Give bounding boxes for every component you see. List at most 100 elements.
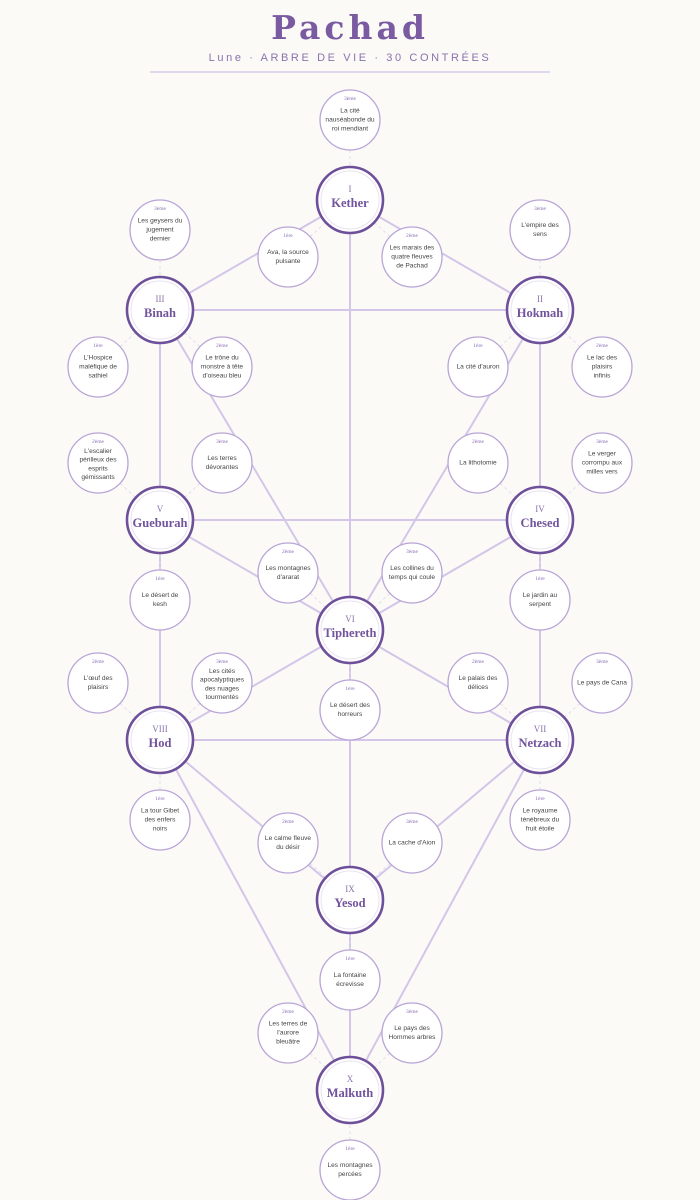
land-name: La cache d'Aion (389, 840, 436, 847)
sephirah-circle (315, 165, 385, 235)
title-divider (150, 71, 550, 73)
sephirah-numeral: V (157, 504, 164, 514)
land-rank: 3ème (406, 549, 418, 555)
land-circle (381, 542, 443, 604)
path-line (159, 199, 351, 311)
land-circle (191, 336, 253, 398)
land-rank: 1ère (535, 796, 545, 802)
sephirah-inner-ring (510, 280, 570, 340)
path-line (159, 739, 351, 901)
land-rank: 3ème (596, 439, 608, 445)
sephirah-binah[interactable]: III Binah (125, 275, 195, 345)
land-rank: 1ère (155, 576, 165, 582)
land-rank: 1ère (93, 343, 103, 349)
land-rank: 2ème (216, 343, 228, 349)
land-circle (319, 89, 381, 151)
land-rank: 3ème (216, 439, 228, 445)
land-circle (571, 652, 633, 714)
land-rank: 3ème (406, 819, 418, 825)
land-circle (191, 652, 253, 714)
land-rank: 1ère (283, 233, 293, 239)
land-circle (67, 336, 129, 398)
sephirah-name: Hod (149, 736, 172, 750)
land-node[interactable]: 3ème La cache d'Aion (381, 812, 443, 874)
sephirah-circle (505, 485, 575, 555)
sephirah-numeral: II (537, 294, 543, 304)
land-rank: 2ème (282, 549, 294, 555)
land-circle (67, 432, 129, 494)
land-rank: 1ère (345, 686, 355, 692)
land-circle (129, 569, 191, 631)
sephirah-name: Tiphereth (323, 626, 376, 640)
land-circle (319, 679, 381, 741)
sephirah-circle (125, 275, 195, 345)
sephirah-name: Binah (144, 306, 176, 320)
sephirah-numeral: IX (345, 884, 355, 894)
sephirah-inner-ring (130, 710, 190, 770)
sephirah-inner-ring (320, 170, 380, 230)
sephirah-numeral: VII (534, 724, 547, 734)
sephirah-circle (505, 705, 575, 775)
land-circle (509, 569, 571, 631)
sephirah-malkuth[interactable]: X Malkuth (315, 1055, 385, 1125)
sephirah-inner-ring (320, 1060, 380, 1120)
land-rank: 1ère (155, 796, 165, 802)
sephirah-circle (315, 1055, 385, 1125)
land-name: La cité d'auron (456, 364, 499, 371)
land-circle (447, 336, 509, 398)
sephirah-name: Malkuth (327, 1086, 374, 1100)
sephirah-circle (125, 485, 195, 555)
sephirah-numeral: IV (535, 504, 545, 514)
sephirah-numeral: X (347, 1074, 354, 1084)
land-rank: 2ème (472, 659, 484, 665)
sephirah-numeral: III (156, 294, 165, 304)
land-circle (257, 812, 319, 874)
